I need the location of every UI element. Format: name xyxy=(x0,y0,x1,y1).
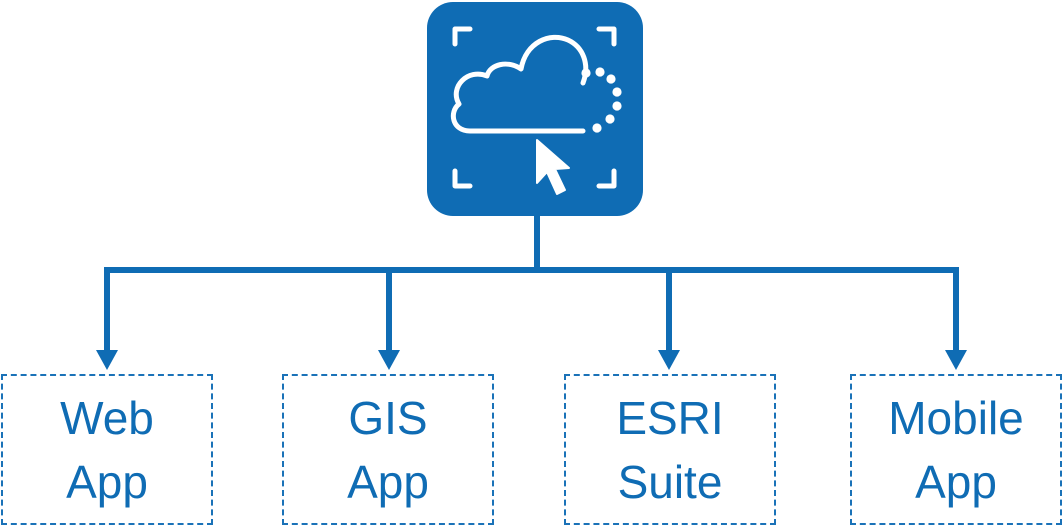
node-label-line1: GIS xyxy=(348,391,428,444)
dotted-arc-icon xyxy=(581,67,622,133)
arrow-head-web-app xyxy=(96,350,118,370)
arrow-head-mobile-app xyxy=(945,350,967,370)
node-gis-app: GIS App xyxy=(282,374,494,525)
node-label-line1: Web xyxy=(60,391,154,444)
node-label-line1: Mobile xyxy=(888,391,1024,444)
cloud-icon xyxy=(450,34,589,134)
node-esri-suite: ESRI Suite xyxy=(564,374,776,525)
node-label-line2: Suite xyxy=(617,455,723,508)
node-label-line2: App xyxy=(347,455,429,508)
node-web-app: Web App xyxy=(1,374,213,525)
node-label-line2: App xyxy=(915,455,997,508)
arrow-head-esri-suite xyxy=(658,350,680,370)
node-label-line2: App xyxy=(66,455,148,508)
arrowheads xyxy=(96,350,967,370)
connector-lines xyxy=(104,216,959,352)
hub-node xyxy=(427,2,643,216)
node-label-line1: ESRI xyxy=(616,391,724,444)
node-mobile-app: Mobile App xyxy=(850,374,1062,525)
focus-frame-icon xyxy=(452,26,617,189)
cursor-icon xyxy=(536,139,570,195)
arrow-head-gis-app xyxy=(378,350,400,370)
